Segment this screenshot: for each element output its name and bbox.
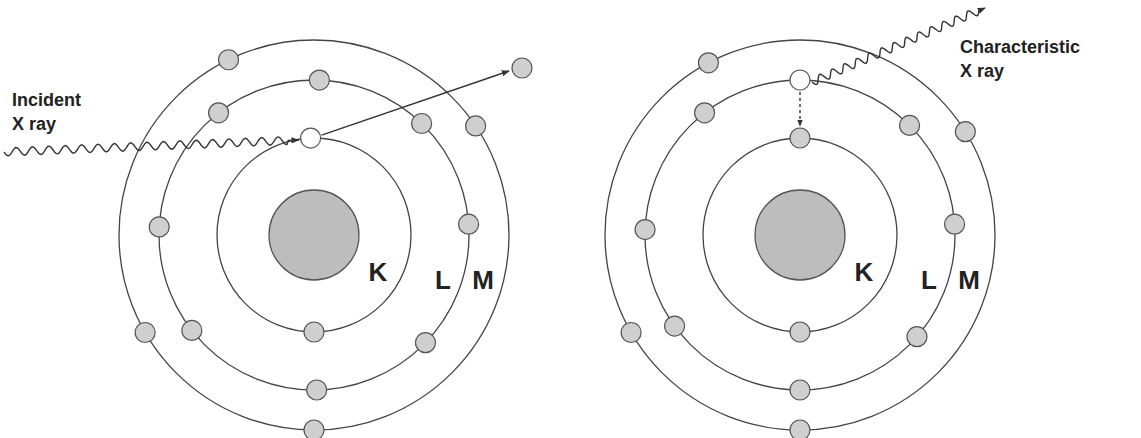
electron — [665, 316, 685, 336]
electron — [415, 333, 435, 353]
electron — [182, 320, 202, 340]
electron-shell — [119, 40, 509, 430]
shell-label: M — [958, 267, 980, 293]
electron-shell — [645, 80, 955, 390]
electron — [219, 50, 239, 70]
electron — [900, 115, 920, 135]
ionised-atom — [119, 40, 509, 438]
photon-label: Characteristic X ray — [960, 35, 1088, 83]
electron — [304, 420, 324, 438]
electron — [790, 380, 810, 400]
transition-arrow — [799, 92, 800, 126]
electron — [412, 114, 432, 134]
electron-shell — [159, 80, 469, 390]
electron — [955, 122, 975, 142]
electron-shell — [703, 138, 897, 332]
electron — [790, 420, 810, 438]
electron — [149, 217, 169, 237]
electron — [695, 103, 715, 123]
electron — [907, 327, 927, 347]
electron — [459, 214, 479, 234]
ejected-electron — [512, 58, 532, 78]
electron — [309, 70, 329, 90]
shell-label: K — [855, 259, 874, 285]
vacancy — [790, 70, 810, 90]
electron — [209, 103, 229, 123]
electron — [790, 322, 810, 342]
nucleus — [755, 190, 845, 280]
vacancy — [301, 128, 321, 148]
characteristic-photon — [812, 8, 985, 84]
electron — [304, 322, 324, 342]
electron — [466, 116, 486, 136]
nucleus — [269, 190, 359, 280]
electron — [307, 380, 327, 400]
electron — [621, 323, 641, 343]
electron-shell — [217, 138, 411, 332]
electron — [135, 323, 155, 343]
electron — [635, 220, 655, 240]
electron — [790, 128, 810, 148]
shell-label: M — [472, 267, 494, 293]
relaxing-atom — [605, 40, 995, 438]
ejection-arrow — [322, 71, 509, 135]
shell-label: K — [369, 259, 388, 285]
electron — [698, 53, 718, 73]
electron — [945, 214, 965, 234]
photon-label: Incident X ray — [12, 88, 92, 136]
shell-label: L — [435, 267, 451, 293]
electron-shell — [605, 40, 995, 430]
incident-photon — [4, 137, 299, 156]
shell-label: L — [921, 267, 937, 293]
